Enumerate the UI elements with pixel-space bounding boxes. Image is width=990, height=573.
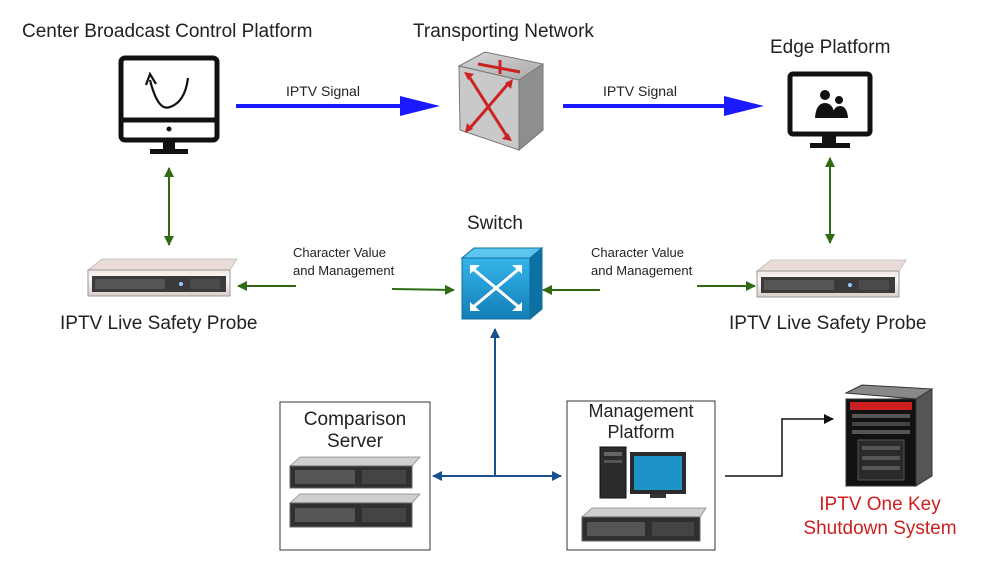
signal-label-right: IPTV Signal xyxy=(603,83,677,99)
probe-left-label: IPTV Live Safety Probe xyxy=(60,313,258,334)
workstation-icon xyxy=(599,446,686,499)
comparison-server-label-1: Comparison xyxy=(303,409,407,430)
edge-monitor-icon xyxy=(787,71,873,148)
probe-right-server-icon xyxy=(755,259,907,298)
switch-label: Switch xyxy=(467,213,523,234)
signal-arrow-left xyxy=(236,96,440,116)
shutdown-system-label-2: Shutdown System xyxy=(803,518,957,539)
management-platform-label-2: Platform xyxy=(607,422,675,442)
router-cube-icon xyxy=(457,51,545,152)
char-label-left-2: and Management xyxy=(293,263,395,278)
comparison-server-label-2: Server xyxy=(327,431,383,452)
edge-platform-label: Edge Platform xyxy=(770,37,891,58)
signal-label-left: IPTV Signal xyxy=(286,83,360,99)
management-platform-label-1: Management xyxy=(588,401,694,421)
comparison-rack-icon xyxy=(288,456,421,528)
signal-arrow-right xyxy=(563,96,764,116)
shutdown-system-label-1: IPTV One Key xyxy=(819,494,941,515)
switch-icon xyxy=(460,246,544,321)
char-label-right-2: and Management xyxy=(591,263,693,278)
shutdown-link-arrow xyxy=(725,414,834,477)
shutdown-tower-icon xyxy=(844,384,934,487)
char-label-left-1: Character Value xyxy=(293,245,386,260)
char-label-right-1: Character Value xyxy=(591,245,684,260)
center-platform-label: Center Broadcast Control Platform xyxy=(22,21,313,42)
mgmt-arrow-switch-left xyxy=(391,284,455,295)
transport-network-label: Transporting Network xyxy=(413,21,594,42)
center-monitor-icon xyxy=(118,55,220,154)
probe-left-server-icon xyxy=(86,258,238,297)
probe-right-label: IPTV Live Safety Probe xyxy=(729,313,927,334)
management-rack-icon xyxy=(580,507,707,542)
